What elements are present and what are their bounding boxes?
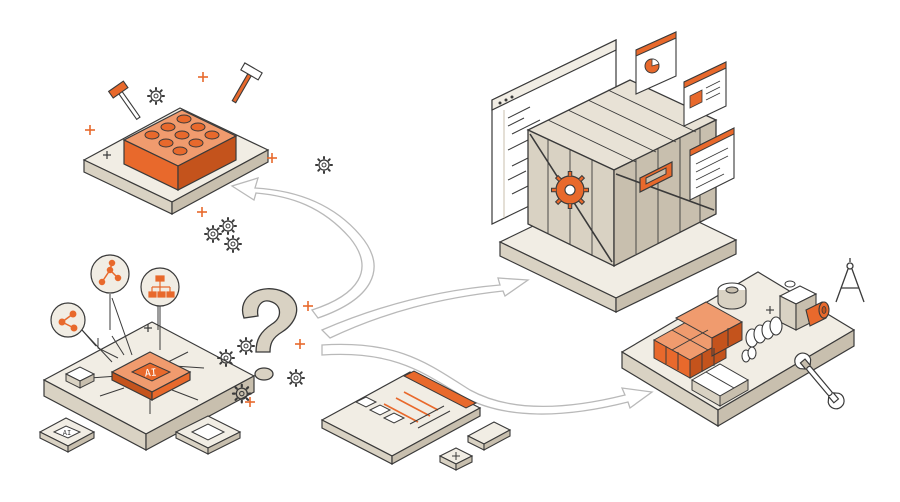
network-icon	[98, 259, 122, 286]
gear-icon	[219, 217, 237, 235]
share-bubble	[50, 302, 97, 347]
building-block-panel	[82, 62, 278, 216]
hierarchy-icon	[148, 275, 175, 298]
flow-arrows	[230, 177, 654, 415]
crate-panel	[491, 31, 738, 313]
input-bar	[466, 421, 512, 451]
compass-icon	[835, 258, 865, 303]
plus-icon	[197, 71, 209, 83]
gear-icon	[287, 369, 305, 387]
arrow-to-modules	[321, 343, 654, 415]
spring-component	[741, 316, 783, 363]
gear-icon	[237, 337, 255, 355]
hammer-icon	[107, 80, 141, 121]
plus-tile	[438, 447, 474, 471]
wrench-icon	[794, 352, 845, 410]
memory-chip	[174, 415, 242, 455]
small-component	[64, 366, 96, 389]
plus-icon	[84, 124, 96, 136]
hammer-icon	[231, 62, 263, 104]
small-ai-chip: AI	[38, 417, 96, 453]
lego-brick	[122, 109, 238, 191]
plus-icon	[196, 206, 208, 218]
plus-icon	[766, 306, 774, 314]
layout-window-icon	[683, 61, 727, 127]
document-panel	[320, 370, 482, 466]
plus-icon	[452, 452, 460, 460]
plus-icon	[144, 324, 152, 332]
modules-board	[620, 271, 856, 428]
ai-chip-label: AI	[144, 368, 157, 380]
plus-icon	[103, 151, 111, 159]
question-mark-icon	[241, 288, 298, 381]
gear-icon	[204, 225, 222, 243]
doc-window-icon	[689, 127, 735, 201]
crate-handle	[639, 161, 673, 193]
network-bubble	[90, 254, 130, 330]
share-icon	[58, 310, 78, 332]
valve-component	[778, 280, 830, 331]
orange-cube-stack	[652, 301, 744, 379]
cylinder-component	[717, 282, 747, 310]
crate	[526, 79, 718, 268]
ai-chip-board: AI	[42, 297, 256, 452]
white-cube-stack	[690, 363, 750, 407]
ai-chip: AI	[110, 351, 192, 401]
arrow-to-building-blocks	[230, 177, 375, 319]
gear-icon	[315, 156, 333, 174]
gear-icon	[217, 349, 235, 367]
crate-gear-icon	[551, 171, 589, 209]
chart-window-icon	[635, 31, 677, 95]
hierarchy-bubble	[140, 267, 180, 330]
plus-icon	[294, 338, 306, 350]
arrow-to-crate	[320, 277, 530, 339]
gear-icon	[147, 87, 165, 105]
small-ai-chip-label: AI	[63, 429, 71, 437]
gear-icon	[224, 235, 242, 253]
